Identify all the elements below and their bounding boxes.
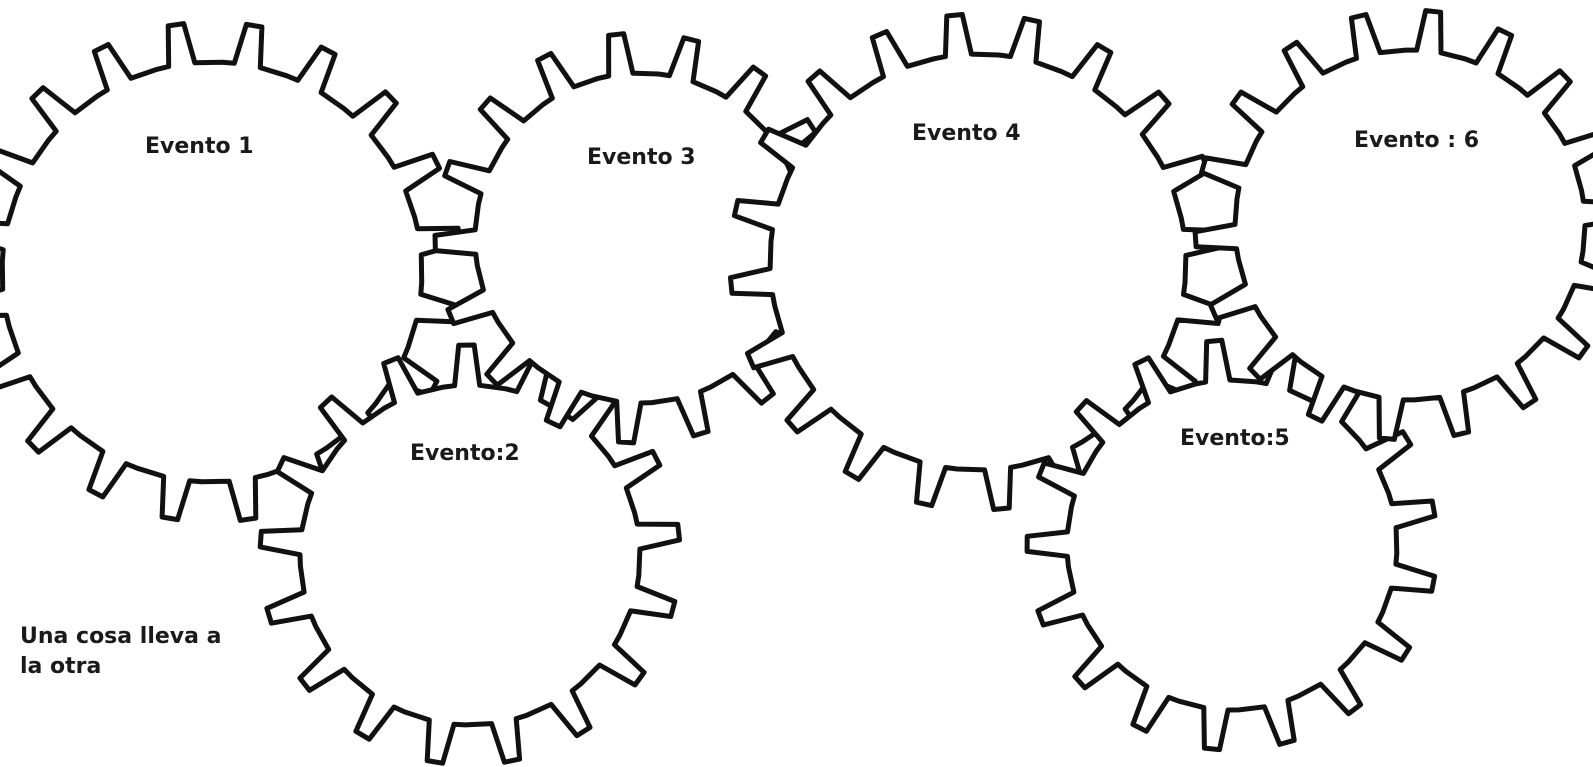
gear-label-evento-5: Evento:5 xyxy=(1180,426,1290,451)
gear-label-evento-6: Evento : 6 xyxy=(1354,128,1479,153)
caption-line-1: Una cosa lleva a xyxy=(20,622,260,652)
gear-label-evento-3: Evento 3 xyxy=(587,145,696,170)
gear-label-evento-2: Evento:2 xyxy=(410,441,520,466)
gear-label-evento-1: Evento 1 xyxy=(145,134,254,159)
caption: Una cosa lleva a la otra xyxy=(20,622,260,682)
gear-label-evento-4: Evento 4 xyxy=(912,121,1021,146)
gear-evento-5 xyxy=(1027,340,1435,749)
gear-evento-6 xyxy=(1195,11,1593,440)
caption-line-2: la otra xyxy=(20,652,260,682)
